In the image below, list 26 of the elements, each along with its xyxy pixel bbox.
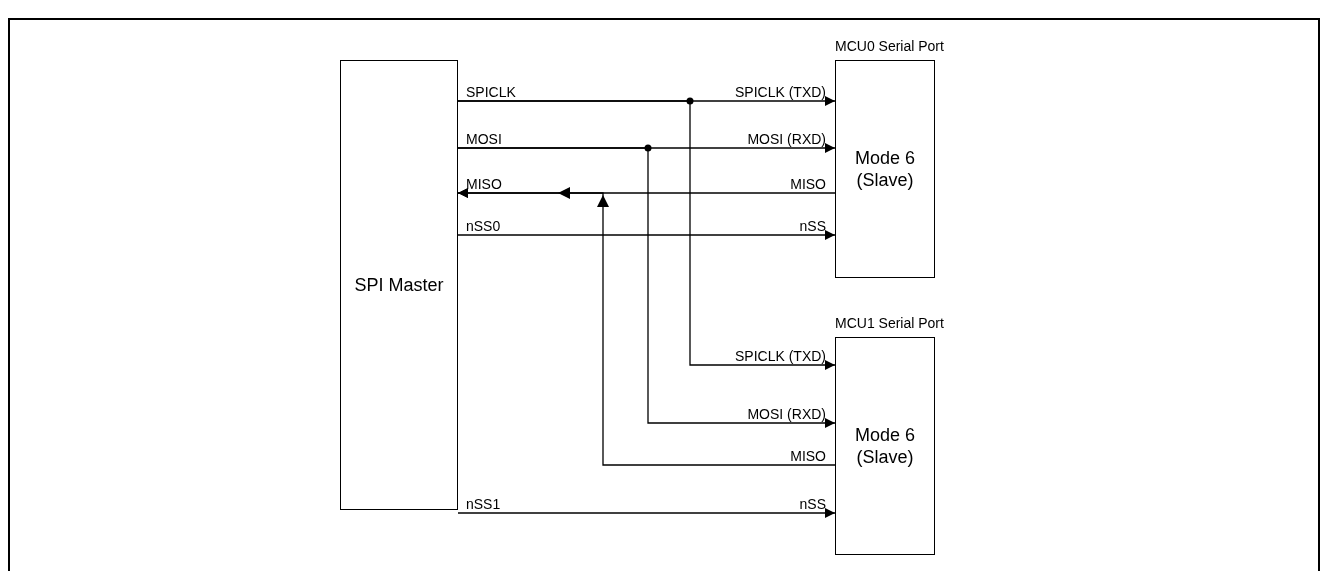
signal-arrow	[457, 188, 836, 466]
signal-arrow	[457, 230, 836, 240]
signal-arrow	[457, 100, 836, 370]
port-caption: MCU0 Serial Port	[835, 38, 944, 54]
pin-label: nSS	[799, 496, 826, 512]
block-box	[835, 60, 935, 278]
block-label: SPI Master	[354, 274, 444, 296]
pin-label: SPICLK (TXD)	[735, 348, 826, 364]
pin-label: nSS	[799, 218, 826, 234]
pin-label: nSS0	[466, 218, 501, 234]
pin-label: MOSI	[466, 131, 502, 147]
block-label: Mode 6 (Slave)	[853, 424, 916, 468]
port-caption: MCU1 Serial Port	[835, 315, 944, 331]
block-box	[340, 60, 458, 510]
pin-label: MOSI (RXD)	[747, 131, 826, 147]
pin-label: MISO	[790, 448, 826, 464]
block-label: Mode 6 (Slave)	[853, 147, 916, 191]
pin-label: SPICLK	[466, 84, 516, 100]
signal-arrow	[457, 147, 836, 428]
pin-label: MISO	[466, 176, 502, 192]
block-box	[835, 337, 935, 555]
pin-label: MISO	[790, 176, 826, 192]
pin-label: SPICLK (TXD)	[735, 84, 826, 100]
pin-label: nSS1	[466, 496, 501, 512]
signal-arrow	[457, 508, 836, 518]
pin-label: MOSI (RXD)	[747, 406, 826, 422]
